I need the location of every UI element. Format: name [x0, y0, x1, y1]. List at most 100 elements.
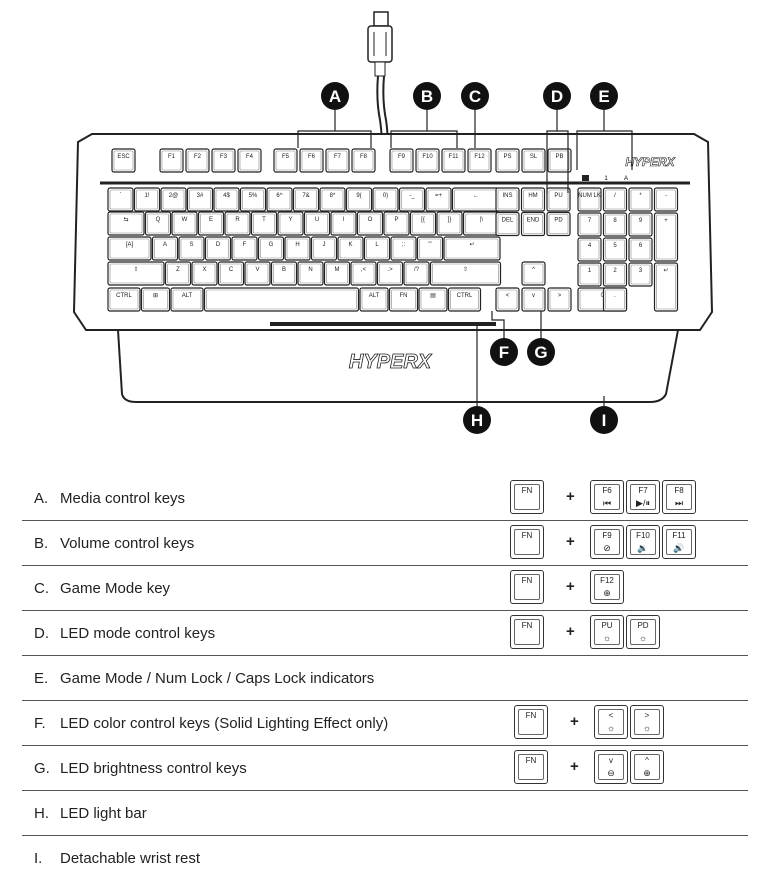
- svg-text:V: V: [255, 267, 259, 273]
- legend-letter: B.: [34, 535, 49, 552]
- legend-key-label: F9: [602, 531, 612, 540]
- key-num-11: -_: [398, 187, 426, 212]
- legend-key-label: F12: [600, 576, 614, 585]
- key-num-9: 9(: [345, 187, 373, 212]
- svg-text:/: /: [614, 193, 616, 199]
- svg-text:Z: Z: [176, 267, 180, 273]
- key-numpad-3-0: 1: [577, 262, 602, 287]
- svg-text:⇧: ⇧: [133, 266, 138, 273]
- legend-key: PU☼: [590, 615, 624, 649]
- callout-c: C: [461, 82, 489, 110]
- svg-text:5: 5: [613, 243, 617, 249]
- key-numpad-0-3: -: [653, 187, 679, 212]
- svg-text:PD: PD: [554, 218, 563, 224]
- callout-f: F: [490, 338, 518, 366]
- legend-description: LED mode control keys: [60, 625, 216, 642]
- svg-text:A: A: [329, 87, 341, 106]
- legend-row: F.LED color control keys (Solid Lighting…: [22, 701, 748, 746]
- legend-key: FN: [514, 750, 548, 784]
- key-q-11: [{: [409, 211, 437, 236]
- svg-text:H: H: [295, 242, 299, 248]
- key-z-4: V: [244, 261, 271, 286]
- svg-text:DEL: DEL: [502, 218, 514, 224]
- key-num-13: ←: [451, 187, 501, 212]
- svg-text:ALT: ALT: [182, 293, 193, 299]
- key-q-10: P: [383, 211, 410, 236]
- svg-text:5%: 5%: [249, 193, 258, 199]
- legend-description: LED brightness control keys: [60, 760, 247, 777]
- legend-key-label: >: [644, 711, 650, 720]
- key-a-6: H: [284, 236, 311, 261]
- key-q-4: R: [224, 211, 251, 236]
- legend-key: v⊖: [594, 750, 628, 784]
- key-numpad-1-2: 9: [628, 212, 653, 237]
- svg-text:`: `: [120, 193, 122, 199]
- svg-text:F5: F5: [282, 154, 290, 160]
- key-a-7: J: [310, 236, 338, 261]
- svg-text:,<: ,<: [361, 267, 367, 273]
- key-nav-hm: HM: [520, 187, 546, 212]
- legend-key-glyph: ⊖: [607, 768, 615, 778]
- svg-text:HM: HM: [528, 193, 537, 199]
- svg-text:⊞: ⊞: [153, 293, 158, 299]
- svg-text:2@: 2@: [169, 193, 178, 199]
- plus-sign: +: [570, 758, 579, 775]
- legend-letter: I.: [34, 850, 43, 867]
- key-bottom-5: FN: [388, 287, 419, 312]
- key-num-2: 2@: [160, 187, 187, 212]
- callout-d: D: [543, 82, 571, 110]
- legend-key: F6⏮: [590, 480, 624, 514]
- svg-text:F3: F3: [220, 154, 228, 160]
- svg-text:G: G: [534, 343, 547, 362]
- key-num-3: 3#: [186, 187, 214, 212]
- svg-text:F4: F4: [246, 154, 254, 160]
- legend-key-glyph: ⊘: [603, 543, 611, 553]
- legend-key: FN: [510, 480, 544, 514]
- legend-key-glyph: 🔊: [673, 543, 685, 553]
- legend-key: ^⊕: [630, 750, 664, 784]
- key-arrow-up: ^: [521, 261, 546, 286]
- key-bottom-2: ALT: [170, 287, 204, 312]
- key-z-2: X: [191, 261, 218, 286]
- legend-description: LED light bar: [60, 805, 147, 822]
- svg-text:'": '": [428, 242, 431, 248]
- svg-text:9: 9: [639, 218, 643, 224]
- key-num-4: 4$: [213, 187, 240, 212]
- key-a-9: L: [363, 236, 391, 261]
- legend-key-label: F7: [638, 486, 648, 495]
- svg-text:PU: PU: [554, 193, 562, 199]
- svg-text:I: I: [602, 411, 607, 430]
- svg-text:F9: F9: [398, 154, 406, 160]
- legend-letter: C.: [34, 580, 49, 597]
- svg-text:[A]: [A]: [126, 242, 134, 248]
- svg-text:ALT: ALT: [369, 293, 380, 299]
- key-z-7: M: [323, 261, 351, 286]
- svg-text:I: I: [343, 217, 345, 223]
- key-num-6: 6^: [266, 187, 293, 212]
- svg-text:9(: 9(: [356, 193, 361, 199]
- svg-text:D: D: [551, 87, 563, 106]
- key-f2: F2: [185, 148, 210, 173]
- key-arrow-right: >: [547, 287, 572, 312]
- svg-text:]}: ]}: [448, 217, 452, 223]
- key-bottom-7: CTRL: [447, 287, 482, 312]
- legend-description: Volume control keys: [60, 535, 195, 552]
- svg-text:X: X: [202, 267, 206, 273]
- key-a-10: ;:: [390, 236, 417, 261]
- svg-text:3: 3: [639, 268, 643, 274]
- legend-key-label: v: [609, 756, 613, 765]
- svg-text:F: F: [243, 242, 247, 248]
- legend-key-label: PD: [637, 621, 649, 630]
- svg-text:1!: 1!: [144, 193, 149, 199]
- legend-key: >☼: [630, 705, 664, 739]
- plus-sign: +: [566, 533, 575, 550]
- legend-key: <☼: [594, 705, 628, 739]
- legend-key-label: FN: [521, 576, 533, 585]
- svg-text:E: E: [209, 217, 213, 223]
- svg-text:P: P: [394, 217, 398, 223]
